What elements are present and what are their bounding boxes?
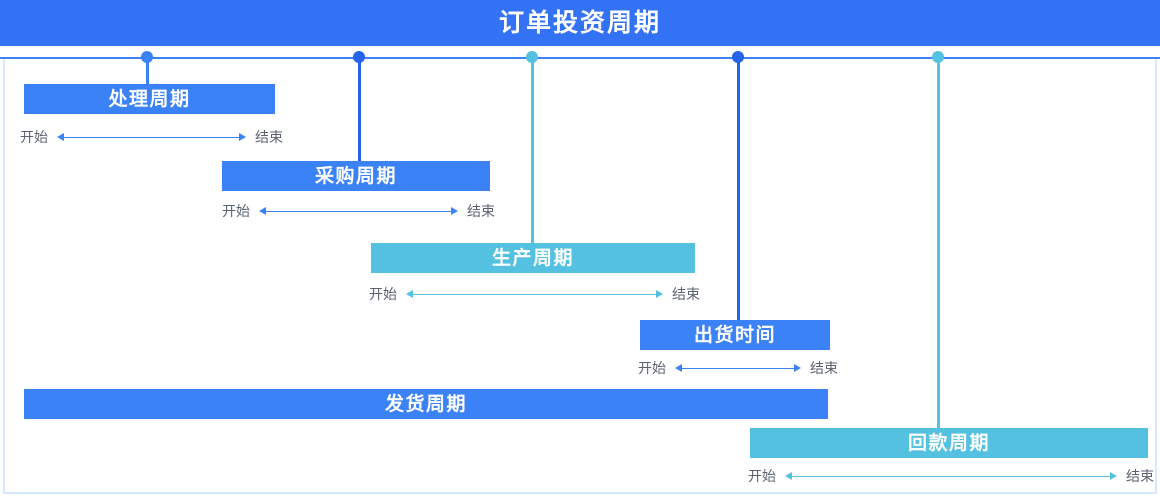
arrow-head-right-icon [239,132,246,141]
arrow-head-right-icon [451,206,458,215]
phase-range-row: 开始 结束 [748,466,1154,486]
phase-bar[interactable]: 采购周期 [222,161,490,191]
marker-stem [936,57,940,441]
arrow-head-right-icon [1110,471,1117,480]
page-header: 订单投资周期 [0,0,1160,46]
range-end-label: 结束 [255,129,283,145]
range-start-label: 开始 [748,468,776,484]
arrow-head-right-icon [656,289,663,298]
marker-stem [357,57,361,169]
arrow-shaft [264,210,453,213]
range-end-label: 结束 [672,286,700,302]
range-start-label: 开始 [222,203,250,219]
range-double-arrow-icon [57,132,246,142]
phase-range-row: 开始 结束 [20,127,283,147]
phase-bar[interactable]: 处理周期 [24,84,275,114]
arrow-head-left-icon [259,206,266,215]
phase-bar[interactable]: 出货时间 [640,320,830,350]
arrow-head-left-icon [675,363,682,372]
timeline-axis [0,57,1160,59]
page-title: 订单投资周期 [498,8,661,37]
phase-bar-label: 处理周期 [108,88,191,110]
arrow-head-right-icon [794,363,801,372]
chart-frame [3,59,1157,494]
range-start-label: 开始 [20,129,48,145]
arrow-shaft [790,475,1112,478]
range-end-label: 结束 [1126,468,1154,484]
range-start-label: 开始 [369,286,397,302]
phase-range-row: 开始 结束 [638,358,838,378]
phase-bar-label: 发货周期 [384,393,467,415]
phase-bar[interactable]: 回款周期 [750,428,1148,458]
phase-bar-label: 采购周期 [314,165,397,187]
phase-bar-label: 出货时间 [693,324,776,346]
arrow-shaft [62,136,241,139]
range-double-arrow-icon [406,289,663,299]
marker-stem [736,57,740,331]
phase-bar[interactable]: 生产周期 [371,243,695,273]
range-end-label: 结束 [810,360,838,376]
range-end-label: 结束 [467,203,495,219]
phase-range-row: 开始 结束 [222,201,495,221]
marker-stem [145,57,149,103]
arrow-shaft [411,293,658,296]
phase-bar-label: 回款周期 [907,432,990,454]
range-double-arrow-icon [785,471,1117,481]
phase-range-row: 开始 结束 [369,284,700,304]
phase-bar[interactable]: 发货周期 [24,389,828,419]
arrow-head-left-icon [785,471,792,480]
marker-stem [530,57,534,253]
phase-bar-label: 生产周期 [491,247,574,269]
arrow-shaft [680,367,796,370]
arrow-head-left-icon [406,289,413,298]
range-double-arrow-icon [259,206,458,216]
arrow-head-left-icon [57,132,64,141]
range-start-label: 开始 [638,360,666,376]
range-double-arrow-icon [675,363,801,373]
